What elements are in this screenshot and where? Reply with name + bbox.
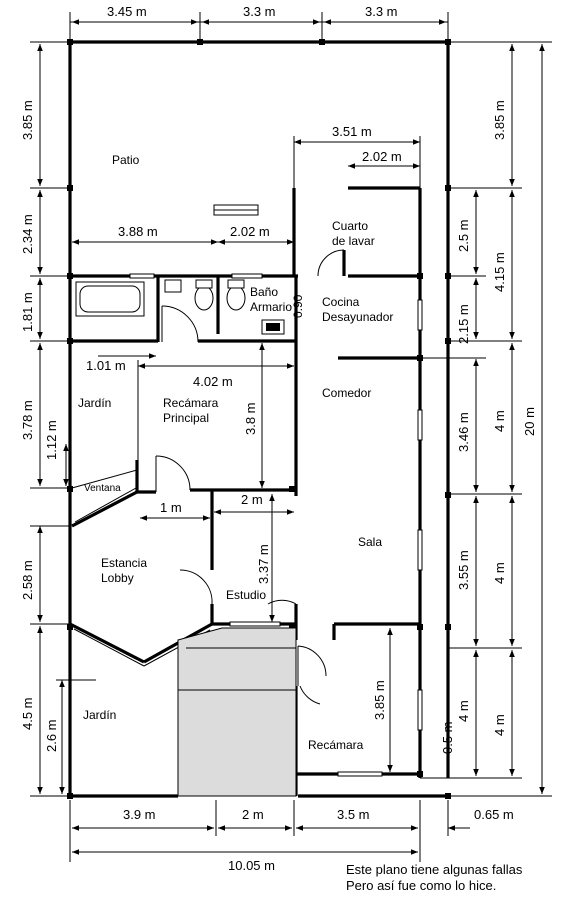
room-lobby-1: Estancia [101, 556, 147, 570]
dim-top-2: 3.3 m [243, 4, 276, 19]
dim-left-181: 1.81 m [20, 292, 35, 332]
room-living: Sala [358, 535, 382, 549]
dim-left-45: 4.5 m [20, 697, 35, 730]
bottom-dimensions: 3.9 m 2 m 3.5 m 0.65 m 10.05 m [69, 800, 514, 873]
dim-bot-065: 0.65 m [474, 807, 514, 822]
dim-left-112: 1.12 m [44, 420, 59, 460]
dim-r-355: 3.55 m [456, 550, 471, 590]
dim-101: 1.01 m [86, 358, 126, 373]
dim-r2-385: 3.85 m [492, 100, 507, 140]
dim-1m: 1 m [160, 500, 182, 515]
doors [155, 249, 345, 705]
dim-r2-415: 4.15 m [492, 252, 507, 292]
dim-v-05: 0.5 m [440, 721, 455, 754]
dim-bot-39: 3.9 m [123, 807, 156, 822]
room-bedroom: Recámara [308, 738, 364, 752]
windows [73, 273, 423, 777]
bathroom-fixtures [75, 204, 285, 335]
room-laundry-1: Cuarto [332, 219, 368, 233]
note-line-2: Pero así fue como lo hice. [346, 878, 496, 893]
note-line-1: Este plano tiene algunas fallas [346, 862, 523, 877]
room-laundry-2: de lavar [332, 234, 375, 248]
room-lobby-2: Lobby [101, 571, 134, 585]
outer-walls [68, 40, 450, 798]
room-garden-left: Jardín [78, 396, 111, 410]
author-note: Este plano tiene algunas fallas Pero así… [346, 862, 523, 893]
dim-left-385: 3.85 m [20, 100, 35, 140]
top-dimensions: 3.45 m 3.3 m 3.3 m [69, 4, 449, 40]
internal-dimensions: 3.51 m 2.02 m 3.88 m 2.02 m 1.01 m 4.02 … [72, 124, 455, 772]
dim-total-20: 20 m [522, 407, 537, 436]
dim-r-25: 2.5 m [456, 219, 471, 252]
garage-area [177, 627, 297, 797]
dim-r-346: 3.46 m [456, 412, 471, 452]
dim-r2-4c: 4 m [492, 714, 507, 736]
room-bath-2: Armario [250, 300, 292, 314]
room-garden-bottom: Jardín [83, 708, 116, 722]
room-kitchen-2: Desayunador [322, 310, 393, 324]
dim-bot-35: 3.5 m [337, 807, 370, 822]
dim-left-378: 3.78 m [20, 400, 35, 440]
dim-top-1: 3.45 m [107, 4, 147, 19]
dim-top-3: 3.3 m [365, 4, 398, 19]
dim-202b: 2.02 m [230, 224, 270, 239]
room-window: Ventana [84, 483, 121, 494]
dim-v-337: 3.37 m [256, 544, 271, 584]
dim-402: 4.02 m [193, 374, 233, 389]
room-labels: Patio Cuarto de lavar Baño Armario Cocin… [78, 153, 393, 752]
dim-left-234: 2.34 m [20, 214, 35, 254]
dim-v-385: 3.85 m [372, 680, 387, 720]
room-bath-1: Baño [250, 285, 278, 299]
dim-bot-2: 2 m [242, 807, 264, 822]
dim-2m-mid: 2 m [241, 492, 263, 507]
room-study: Estudio [226, 588, 266, 602]
dim-351: 3.51 m [332, 124, 372, 139]
dim-202a: 2.02 m [362, 149, 402, 164]
room-master-1: Recámara [163, 396, 219, 410]
dim-left-26: 2.6 m [44, 719, 59, 752]
room-kitchen-1: Cocina [322, 295, 360, 309]
dim-left-258: 2.58 m [20, 560, 35, 600]
dim-r-215: 2.15 m [456, 304, 471, 344]
dim-r2-4a: 4 m [492, 410, 507, 432]
dim-388: 3.88 m [118, 224, 158, 239]
room-master-2: Principal [163, 411, 209, 425]
left-dimensions: 3.85 m 2.34 m 1.81 m 3.78 m 1.12 m 2.58 … [20, 41, 96, 797]
dim-bot-total: 10.05 m [228, 858, 275, 873]
dim-090: 0.90 [291, 294, 305, 318]
right-dimensions: 2.5 m 2.15 m 3.46 m 3.55 m 4 m 3.85 m 4.… [420, 41, 552, 797]
room-dining: Comedor [322, 386, 371, 400]
dim-v-38: 3.8 m [243, 402, 258, 435]
dim-r2-4b: 4 m [492, 562, 507, 584]
dim-r-4a: 4 m [456, 700, 471, 722]
room-patio: Patio [112, 153, 140, 167]
